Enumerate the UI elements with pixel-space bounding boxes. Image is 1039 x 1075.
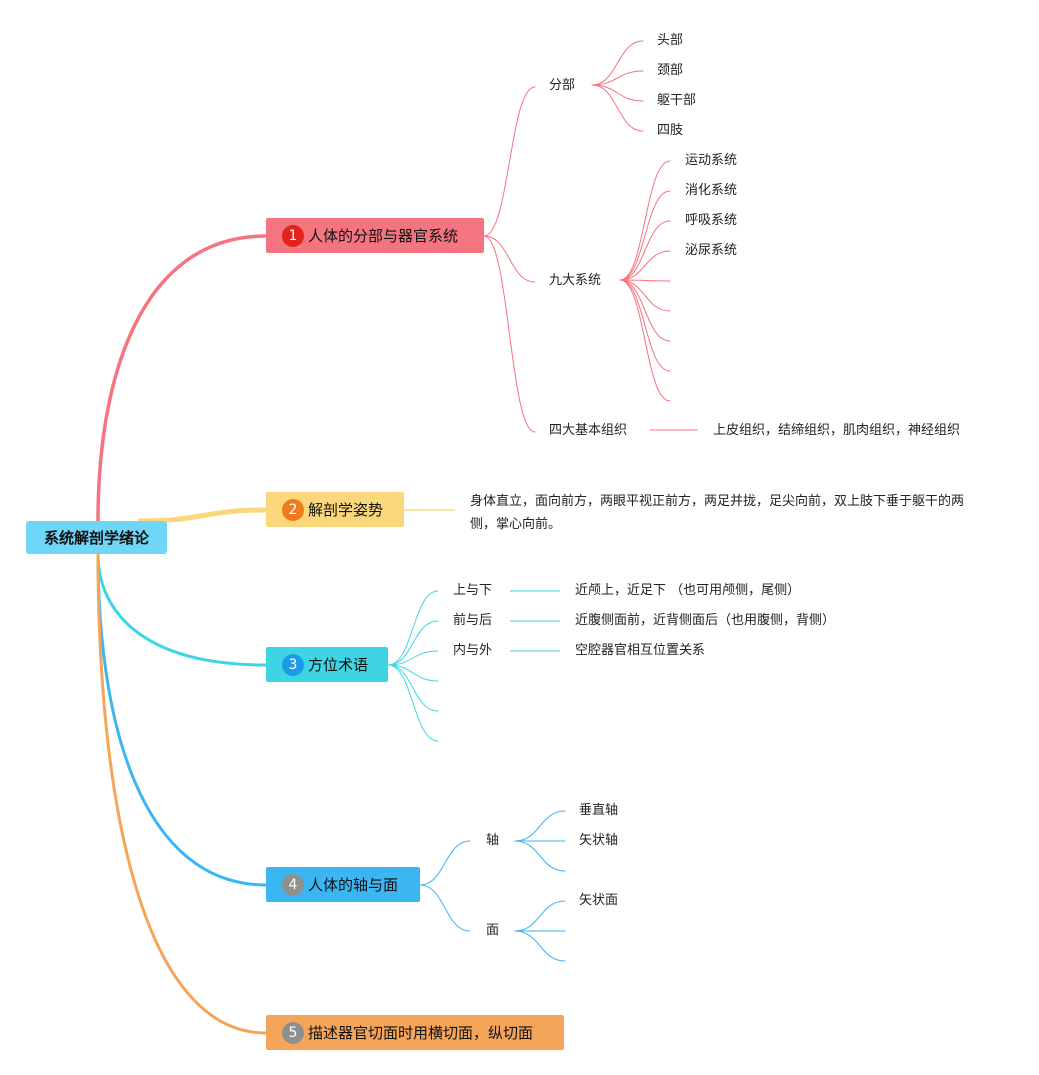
connector-axes-leaf: [514, 810, 566, 842]
connector-topic1-tissues: [483, 235, 536, 433]
subtopic-body-regions[interactable]: 分部: [549, 78, 576, 93]
term-superior-inferior[interactable]: 上与下: [453, 583, 493, 598]
topic-label: 人体的轴与面: [308, 876, 399, 894]
connector-system-leaf: [619, 160, 671, 281]
connector-planes-leaf: [514, 930, 566, 962]
topic-number-badge: 5: [282, 1021, 304, 1044]
connector-region-leaf: [591, 40, 644, 86]
leaf-vertical-axis[interactable]: 垂直轴: [579, 803, 619, 818]
connector-system-leaf: [619, 279, 671, 312]
connector-topic3-term: [387, 664, 439, 742]
leaf-limbs[interactable]: 四肢: [657, 123, 684, 138]
topic-number-badge: 1: [282, 224, 304, 247]
connector-system-leaf: [619, 279, 671, 402]
connector-topic3-term: [387, 650, 439, 666]
connector-root-topic3: [96, 552, 268, 667]
topic-number-badge: 3: [282, 653, 304, 676]
tissues-detail[interactable]: 上皮组织，结缔组织，肌肉组织，神经组织: [713, 423, 961, 438]
subtopic-axes[interactable]: 轴: [486, 833, 500, 848]
connector-system-leaf: [619, 190, 671, 281]
leaf-neck[interactable]: 颈部: [657, 63, 684, 78]
connector-system-leaf: [619, 250, 671, 281]
term-internal-external[interactable]: 内与外: [453, 643, 493, 658]
connector-root-topic5: [96, 552, 268, 1035]
leaf-urinary-system[interactable]: 泌尿系统: [685, 243, 738, 258]
leaf-digestive-system[interactable]: 消化系统: [685, 183, 738, 198]
connector-system-leaf: [619, 220, 671, 281]
term-anterior-posterior[interactable]: 前与后: [453, 613, 493, 628]
connector-root-topic2: [137, 507, 269, 524]
topic-number-badge: 4: [282, 873, 304, 896]
topic-label: 方位术语: [308, 656, 369, 674]
leaf-trunk[interactable]: 躯干部: [657, 93, 697, 108]
topic-axes-and-planes[interactable]: 4 人体的轴与面: [266, 867, 420, 902]
leaf-locomotor-system[interactable]: 运动系统: [685, 153, 738, 168]
connector-planes-leaf: [514, 900, 566, 932]
topic-label: 描述器官切面时用横切面，纵切面: [308, 1024, 534, 1042]
connector-system-leaf: [619, 279, 671, 372]
anatomical-position-description[interactable]: 身体直立，面向前方，两眼平视正前方，两足并拢，足尖向前，双上肢下垂于躯干的两侧，…: [470, 494, 965, 532]
term-internal-external-detail[interactable]: 空腔器官相互位置关系: [575, 643, 706, 658]
leaf-head[interactable]: 头部: [657, 33, 684, 48]
connector-axes-leaf: [514, 840, 566, 872]
root-topic[interactable]: 系统解剖学绪论: [26, 521, 167, 554]
connector-topic3-term: [387, 590, 439, 666]
connector-topic3-term: [387, 664, 439, 682]
term-anterior-posterior-detail[interactable]: 近腹侧面前，近背侧面后（也用腹侧，背侧）: [575, 613, 836, 628]
topic-body-parts-and-systems[interactable]: 1 人体的分部与器官系统: [266, 218, 484, 253]
connector-system-leaf: [619, 279, 671, 342]
topic-number-badge: 2: [282, 498, 304, 521]
connector-root-topic1: [96, 234, 268, 523]
topic-label: 人体的分部与器官系统: [308, 227, 459, 245]
leaf-sagittal-plane[interactable]: 矢状面: [579, 893, 619, 908]
connector-topic1-regions: [483, 86, 536, 237]
subtopic-planes[interactable]: 面: [486, 923, 500, 938]
connector-topic3-term: [387, 620, 439, 666]
term-superior-inferior-detail[interactable]: 近颅上，近足下 （也可用颅侧，尾侧）: [575, 583, 801, 598]
connector-system-leaf: [619, 279, 671, 282]
topic-label: 解剖学姿势: [308, 501, 384, 519]
leaf-sagittal-axis[interactable]: 矢状轴: [579, 833, 619, 848]
subtopic-four-tissues[interactable]: 四大基本组织: [549, 423, 628, 438]
topic-directional-terms[interactable]: 3 方位术语: [266, 647, 388, 682]
connector-topic1-systems: [483, 235, 536, 283]
connector-region-leaf: [591, 84, 644, 132]
connector-region-leaf: [591, 84, 644, 102]
subtopic-nine-systems[interactable]: 九大系统: [549, 273, 602, 288]
topic-anatomical-position[interactable]: 2 解剖学姿势: [266, 492, 404, 527]
connector-topic4-axes: [419, 840, 471, 886]
connector-region-leaf: [591, 70, 644, 86]
leaf-respiratory-system[interactable]: 呼吸系统: [685, 213, 738, 228]
topic-section-planes[interactable]: 5 描述器官切面时用横切面，纵切面: [266, 1015, 564, 1050]
connector-topic4-planes: [419, 884, 471, 932]
connector-topic3-term: [387, 664, 439, 712]
